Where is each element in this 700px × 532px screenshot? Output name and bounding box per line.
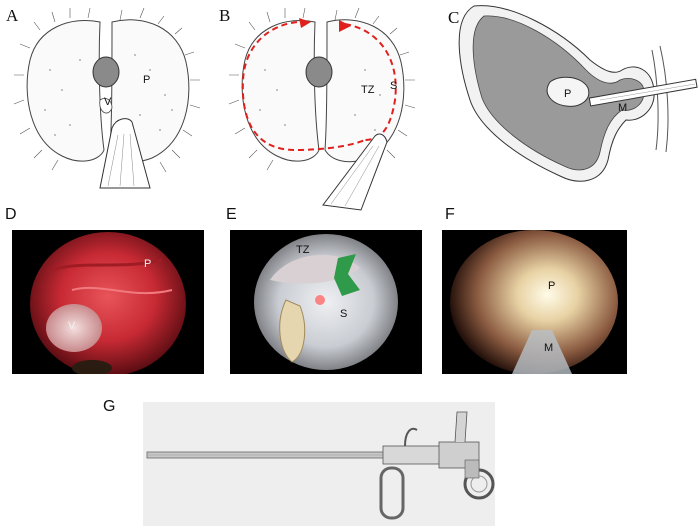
verumontanum-view [46, 304, 102, 352]
enucleation-path-right [344, 23, 397, 141]
panel-a-drawing [13, 7, 201, 189]
panel-label-e: E [226, 206, 237, 223]
label-p: P [564, 88, 572, 100]
urethral-lumen [92, 56, 120, 88]
enucleation-path-left [241, 20, 366, 152]
panel-c: C P M [440, 0, 700, 195]
label-tz: TZ [361, 84, 375, 96]
panel-label-d: D [5, 206, 17, 223]
endoscopic-image-e: TZ S [230, 230, 422, 374]
panel-a: A P V [0, 0, 215, 200]
morcellator-blade-view [512, 330, 572, 374]
label-m: M [618, 102, 628, 114]
arrow-head-left [299, 18, 311, 28]
label-m: M [544, 342, 554, 354]
instrument-thumb-ring [379, 466, 405, 520]
label-v: V [68, 320, 76, 332]
adenoma-fragment [546, 76, 590, 107]
panel-label: C [448, 8, 460, 27]
green-marker [334, 254, 360, 296]
endoscopic-image-d: P V [12, 230, 204, 374]
label-s: S [390, 80, 398, 92]
panel-b-drawing [228, 7, 416, 211]
resectoscope-sheath [99, 118, 151, 189]
label-p: P [143, 74, 151, 86]
endoscopic-image-f: P M [442, 230, 627, 374]
label-s: S [340, 308, 348, 320]
instrument-photo-g [143, 402, 495, 526]
label-p: P [144, 258, 152, 270]
verumontanum [99, 98, 113, 114]
label-tz: TZ [296, 244, 310, 256]
panel-c-drawing [458, 5, 698, 182]
panel-label: B [219, 6, 231, 25]
left-lobe [26, 20, 105, 162]
panel-label: A [6, 6, 19, 25]
label-v: V [104, 96, 112, 108]
arrow-head-right [339, 20, 351, 32]
panel-label-f: F [445, 206, 455, 223]
label-p: P [548, 280, 556, 292]
panel-label-g: G [103, 398, 116, 415]
panel-b: B TZ S [215, 0, 430, 211]
